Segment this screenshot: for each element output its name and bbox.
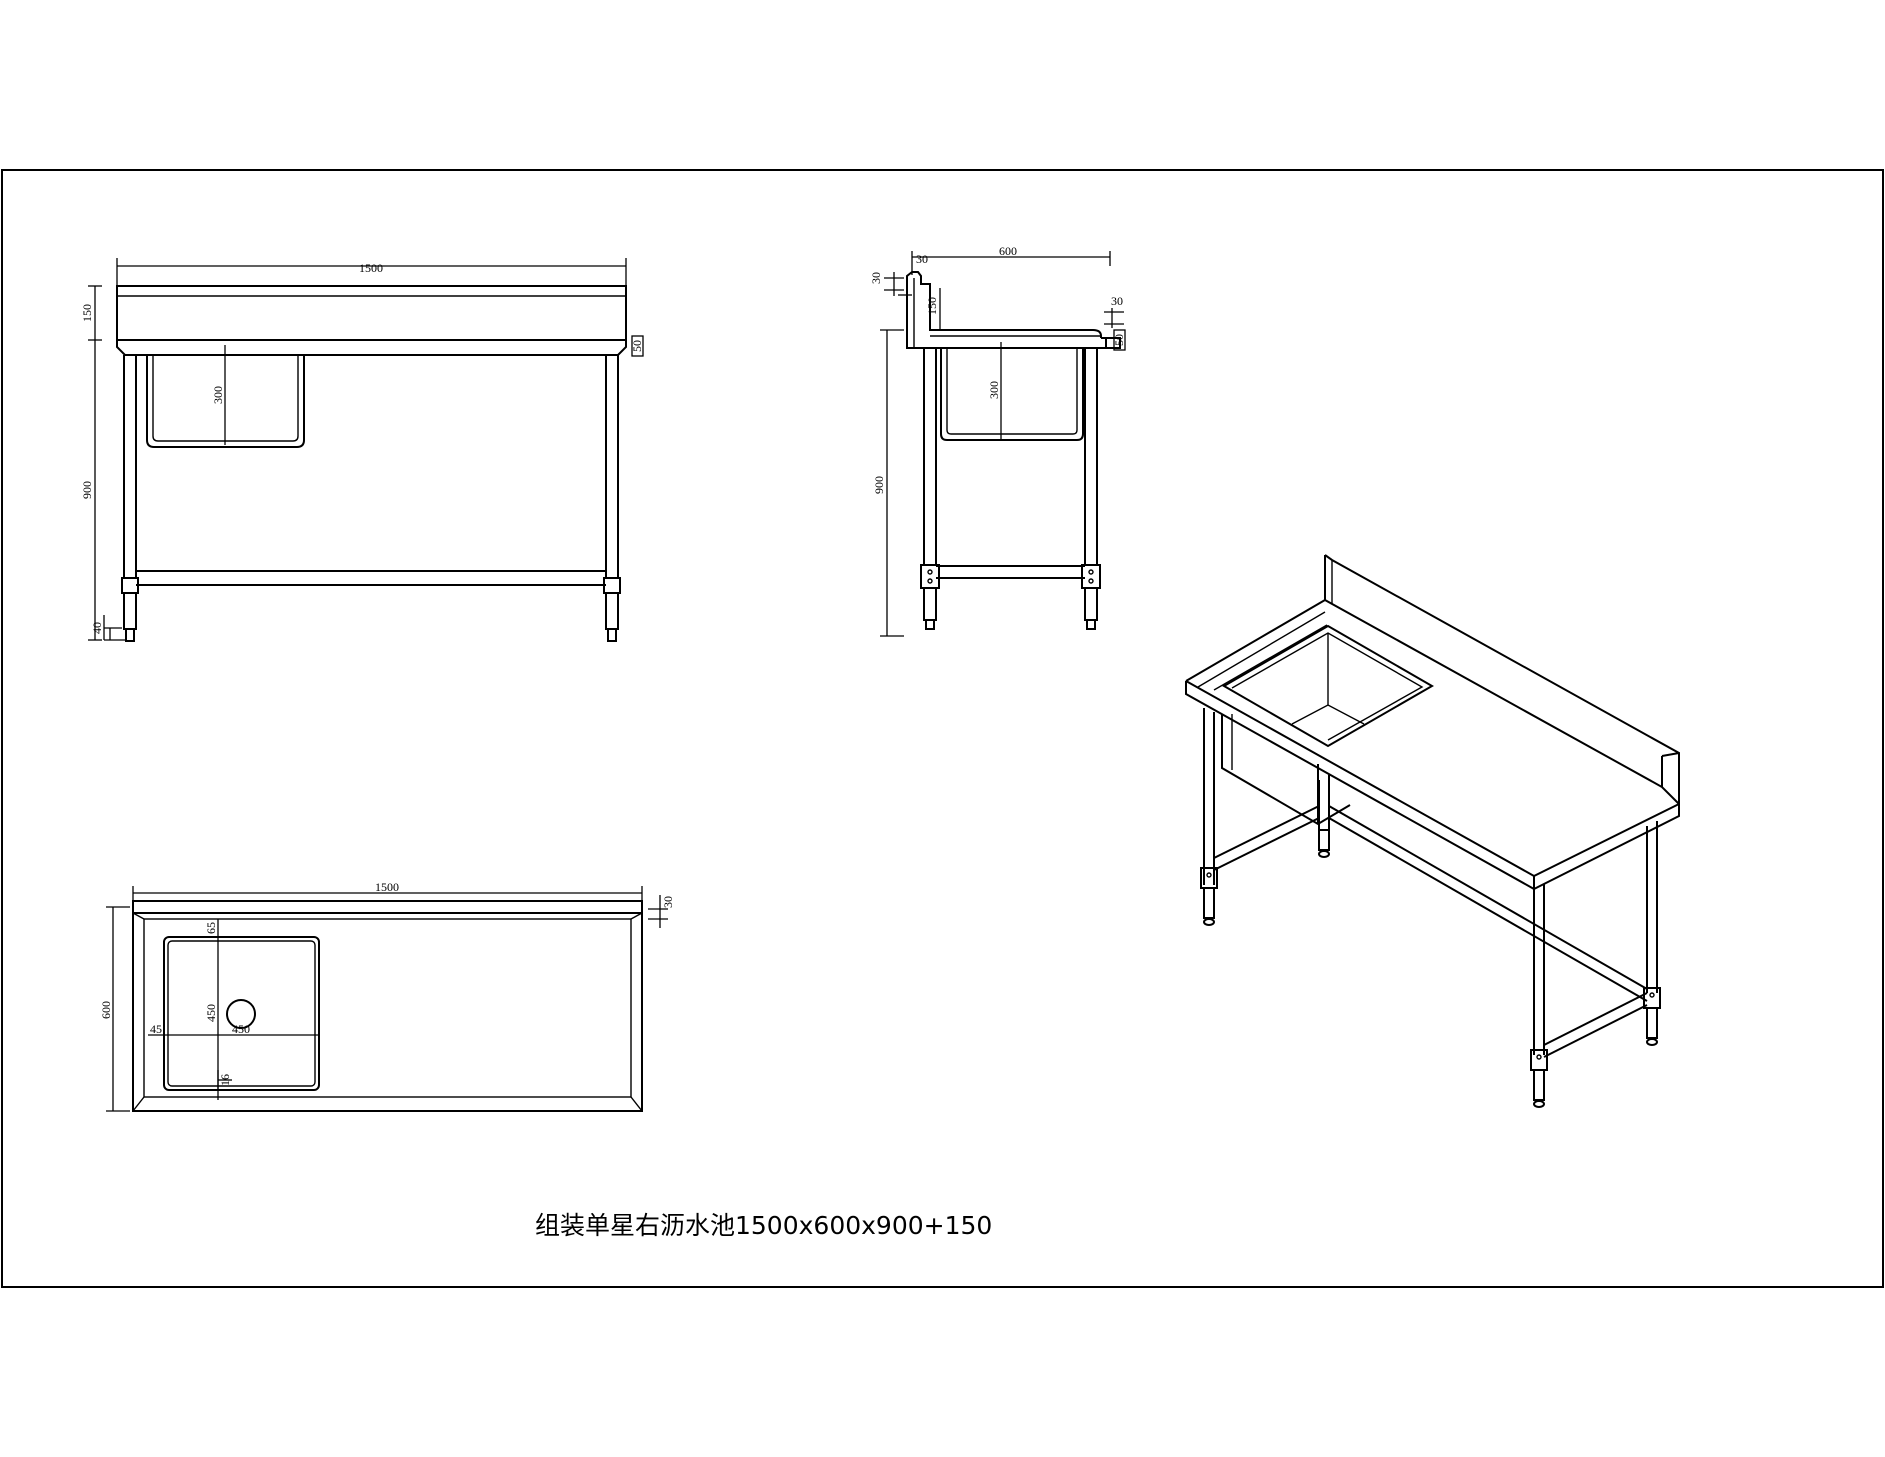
plan-bowl-width-label: 450	[204, 1004, 218, 1022]
side-lip-top-label: 30	[916, 252, 928, 266]
plan-length-label: 1500	[375, 880, 399, 894]
plan-bowl-length-label: 450	[232, 1022, 250, 1036]
front-bowl-depth-label: 300	[211, 386, 225, 404]
sheet-border	[1, 169, 1884, 1288]
front-edge-label: 50	[630, 340, 644, 352]
side-view: 600 30 150 30 30 50 300	[869, 244, 1126, 637]
plan-view: 1500 65 450 450 45 16 600 30	[99, 880, 675, 1112]
plan-depth-label: 600	[99, 1001, 113, 1019]
plan-bowl-bottom-offset-label: 16	[218, 1074, 232, 1086]
front-foot-label: 40	[90, 622, 104, 634]
front-view: 1500 300 50 1	[80, 258, 644, 642]
isometric-view	[1185, 554, 1680, 1108]
plan-bowl-left-offset-label: 45	[150, 1022, 162, 1036]
side-frame-height-label: 900	[872, 476, 886, 494]
side-lip-right-label: 30	[1111, 294, 1123, 308]
plan-bowl-top-offset-label: 65	[204, 922, 218, 934]
side-depth-label: 600	[999, 244, 1017, 258]
drain-icon	[226, 999, 256, 1029]
front-splashback-label: 150	[80, 304, 94, 322]
side-bowl-depth-label: 300	[987, 381, 1001, 399]
front-length-label: 1500	[359, 261, 383, 275]
front-frame-height-label: 900	[80, 481, 94, 499]
side-lip-left-label: 30	[869, 272, 883, 284]
side-splashback-label: 150	[925, 297, 939, 315]
drawing-caption: 组装单星右沥水池1500x600x900+150	[535, 1211, 992, 1240]
side-edge-label: 50	[1112, 334, 1126, 346]
plan-back-lip-label: 30	[661, 896, 675, 908]
